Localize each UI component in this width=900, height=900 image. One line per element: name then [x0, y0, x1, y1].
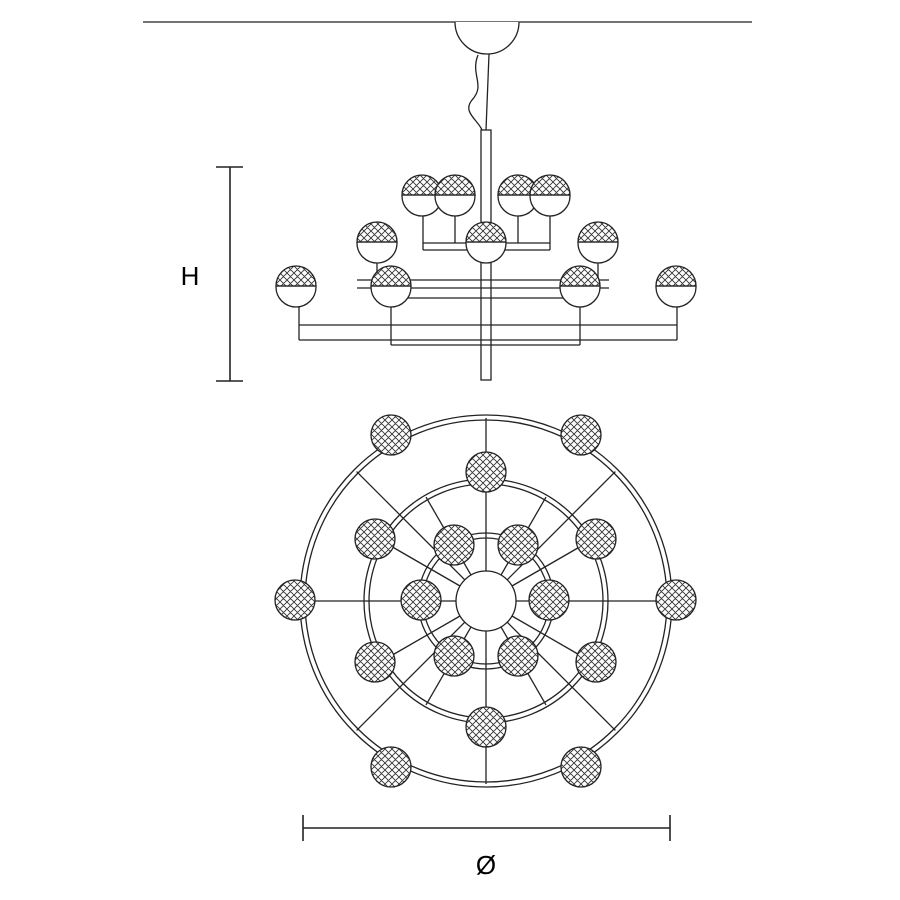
globe	[356, 221, 398, 264]
spoke	[381, 540, 461, 587]
spoke	[511, 540, 591, 587]
globe	[465, 451, 507, 493]
globe	[433, 524, 475, 566]
globe	[433, 635, 475, 677]
globe	[275, 265, 317, 308]
plan-globes	[274, 414, 697, 788]
globe	[528, 579, 570, 621]
globe	[370, 265, 412, 308]
globe	[274, 579, 316, 621]
central-hub	[455, 570, 517, 632]
globe	[575, 641, 617, 683]
globe	[655, 579, 697, 621]
globe	[465, 706, 507, 748]
height-dimension	[216, 166, 243, 382]
globe	[465, 221, 507, 264]
globe	[354, 518, 396, 560]
suspension-wire	[485, 53, 490, 131]
globe	[401, 174, 443, 217]
globe	[577, 221, 619, 264]
ceiling-canopy	[454, 21, 520, 55]
globe	[497, 524, 539, 566]
globe	[370, 746, 412, 788]
globe	[434, 174, 476, 217]
diameter-dimension	[302, 815, 671, 841]
height-label: H	[181, 261, 200, 291]
diameter-label: Ø	[476, 850, 496, 880]
elevation-globes	[275, 174, 697, 308]
spoke	[381, 615, 461, 662]
globe	[560, 746, 602, 788]
globe	[370, 414, 412, 456]
globe	[559, 265, 601, 308]
globe	[354, 641, 396, 683]
globe	[655, 265, 697, 308]
globe	[497, 635, 539, 677]
globe	[529, 174, 571, 217]
plan-view	[274, 414, 697, 788]
globe	[560, 414, 602, 456]
power-cable	[468, 54, 483, 131]
elevation-view	[143, 21, 752, 381]
globe	[400, 579, 442, 621]
globe	[497, 174, 539, 217]
globe	[575, 518, 617, 560]
spoke	[511, 615, 591, 662]
bottom-tier-arms	[298, 303, 678, 346]
